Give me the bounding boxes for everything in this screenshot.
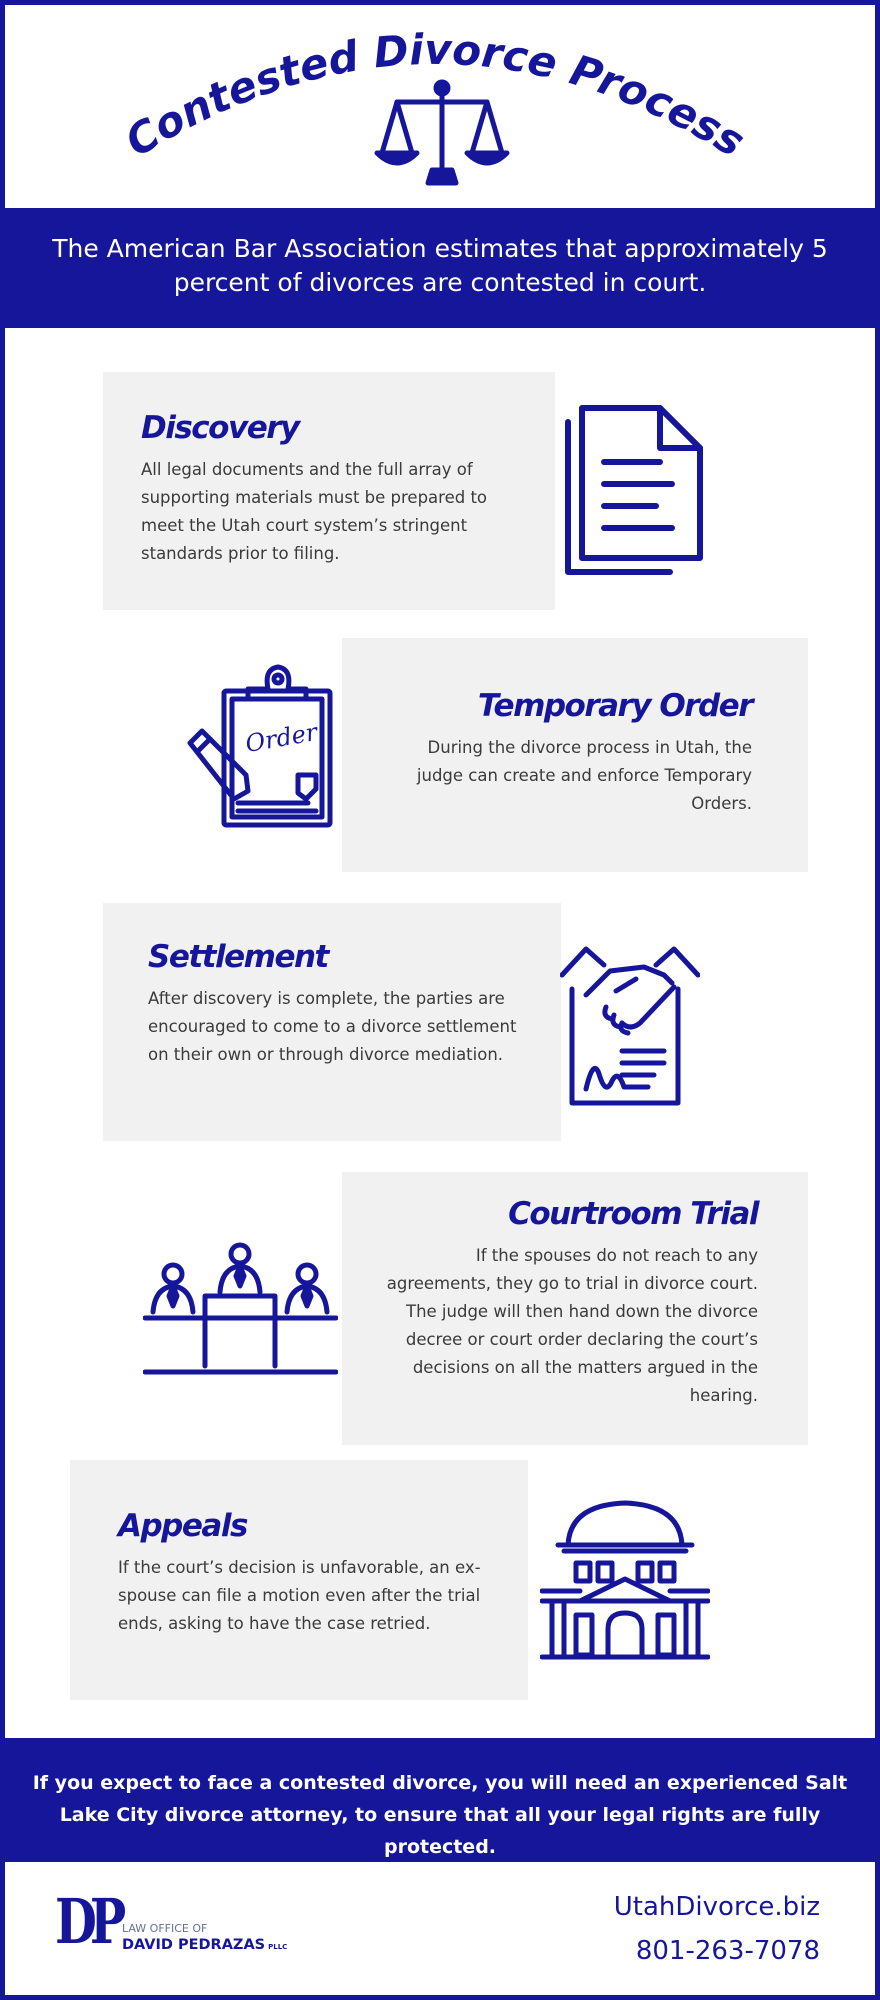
step-body: All legal documents and the full array o…: [141, 460, 488, 563]
documents-icon: [560, 400, 710, 590]
step-body: After discovery is complete, the parties…: [148, 989, 517, 1064]
step-card-temporary-order: Temporary Order During the divorce proce…: [342, 638, 808, 872]
step-title: Courtroom Trial: [508, 1196, 759, 1232]
svg-text:Order!: Order!: [243, 716, 328, 758]
intro-banner: The American Bar Association estimates t…: [5, 208, 875, 328]
intro-text: The American Bar Association estimates t…: [52, 234, 828, 297]
step-body: If the spouses do not reach to any agree…: [386, 1246, 758, 1405]
step-card-discovery: Discovery All legal documents and the fu…: [103, 372, 555, 610]
logo-mark: DP: [55, 1885, 126, 1958]
scales-of-justice-icon: [374, 79, 510, 186]
clipboard-order-icon: Order!: [180, 663, 340, 833]
courthouse-icon: [540, 1495, 710, 1665]
logo-name-text: DAVID PEDRAZAS: [122, 1937, 266, 1953]
step-card-settlement: Settlement After discovery is complete, …: [103, 903, 561, 1141]
closing-banner: If you expect to face a contested divorc…: [5, 1738, 875, 1862]
step-title: Discovery: [141, 410, 300, 446]
website-link[interactable]: UtahDivorce.biz: [613, 1892, 820, 1922]
step-body: During the divorce process in Utah, the …: [416, 738, 752, 813]
step-title: Temporary Order: [477, 688, 754, 724]
closing-text: If you expect to face a contested divorc…: [32, 1772, 848, 1858]
header: Contested Divorce Process: [117, 25, 753, 186]
contact-info: UtahDivorce.biz 801-263-7078: [614, 1885, 820, 1973]
step-body: If the court’s decision is unfavorable, …: [118, 1558, 481, 1633]
step-card-courtroom-trial: Courtroom Trial If the spouses do not re…: [342, 1172, 808, 1445]
page-title: Contested Divorce Process: [117, 25, 753, 166]
phone-number[interactable]: 801-263-7078: [635, 1936, 820, 1966]
step-card-appeals: Appeals If the court’s decision is unfav…: [70, 1460, 528, 1700]
logo-small-text: LAW OFFICE OF: [122, 1922, 208, 1935]
step-title: Settlement: [148, 939, 329, 975]
courtroom-icon: [143, 1240, 338, 1380]
handshake-contract-icon: [560, 945, 700, 1110]
logo-suffix: PLLC: [268, 1943, 288, 1951]
step-title: Appeals: [118, 1508, 248, 1544]
